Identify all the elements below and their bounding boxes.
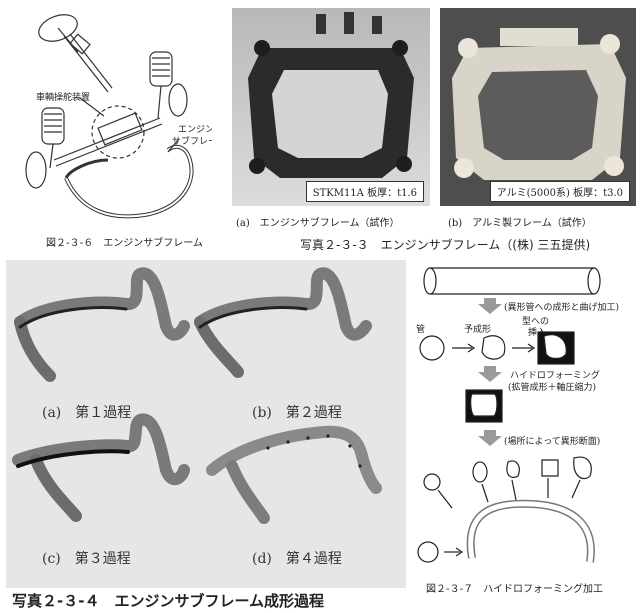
label-insert-2: 挿入 xyxy=(528,328,547,338)
note-hydroforming: ハイドロフォーミング xyxy=(510,371,600,381)
photo-2-3-3a-steel-frame: STKM11A 板厚：t1.6 xyxy=(232,8,430,206)
fig-2-3-7-hydroforming-diagram: (異形管への成形と曲げ加工) 管 予成形 型への 挿入 ハイドロフォーミング (… xyxy=(412,262,638,576)
label-preform: 予成形 xyxy=(464,325,492,335)
fig-2-3-6-caption: 図２-３-６ エンジンサブフレーム xyxy=(46,238,203,249)
steering-label: 車輌操舵装置 xyxy=(36,93,91,103)
subframe-label-1: エンジン xyxy=(178,125,212,135)
fig-2-3-6-drawing: 車輌操舵装置 エンジン サブフレーム xyxy=(0,0,212,232)
photo-2-3-3a-caption: (a) エンジンサブフレーム（試作） xyxy=(236,218,400,229)
label-pipe: 管 xyxy=(416,325,426,335)
steel-thickness-stamp: STKM11A 板厚：t1.6 xyxy=(305,181,424,202)
photo-2-3-3-caption: 写真２-３-３ エンジンサブフレーム（(株) 三五提供) xyxy=(300,238,591,252)
note-shape-and-bend: (異形管への成形と曲げ加工) xyxy=(504,303,620,313)
label-insert-1: 型への xyxy=(522,317,550,327)
note-cross-section: (場所によって異形断面) xyxy=(504,437,601,447)
process-step-c: (c) 第３過程 xyxy=(42,551,131,567)
photo-2-3-3b-caption: (b) アルミ製フレーム（試作） xyxy=(448,218,592,229)
note-expansion: (拡管成形＋軸圧縮力) xyxy=(508,383,597,393)
aluminum-thickness-stamp: アルミ(5000系) 板厚：t3.0 xyxy=(489,181,630,202)
process-step-a: (a) 第１過程 xyxy=(42,405,132,421)
photo-2-3-3b-aluminum-frame: アルミ(5000系) 板厚：t3.0 xyxy=(440,8,636,206)
photo-2-3-4-caption: 写真２-３-４ エンジンサブフレーム成形過程 xyxy=(12,592,325,610)
process-step-b: (b) 第２過程 xyxy=(252,405,342,421)
process-step-d: (d) 第４過程 xyxy=(252,551,342,567)
subframe-label-2: サブフレーム xyxy=(172,137,212,147)
fig-2-3-7-caption: 図２-３-７ ハイドロフォーミング加工 xyxy=(426,584,604,595)
photo-2-3-4-forming-process: (a) 第１過程 (b) 第２過程 (c) 第３過程 (d) 第４過程 xyxy=(6,260,406,588)
